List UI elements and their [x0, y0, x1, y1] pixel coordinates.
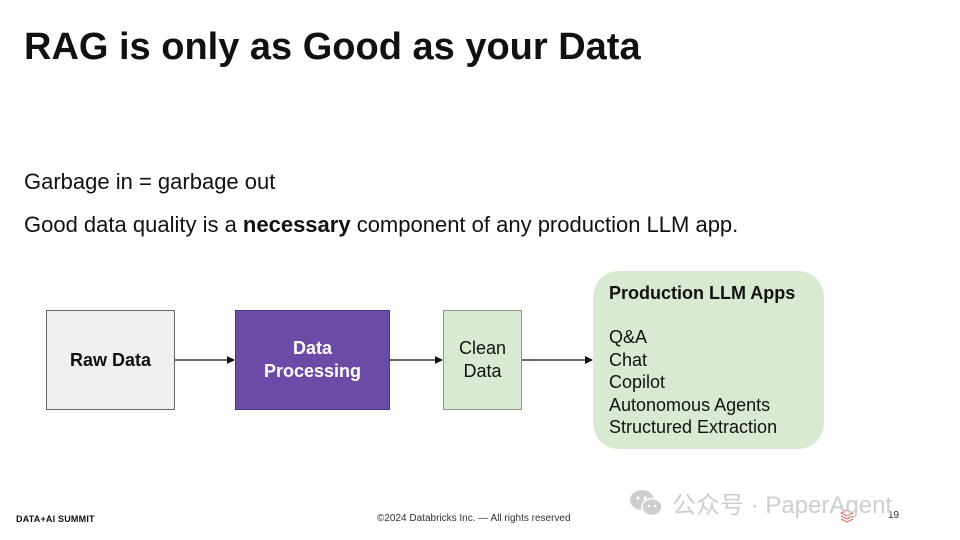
apps-item-copilot: Copilot [609, 372, 666, 392]
text-garbage-line: Garbage in = garbage out [24, 169, 276, 194]
apps-item-chat: Chat [609, 349, 648, 370]
page-number: 19 [888, 510, 900, 521]
apps-title: Production LLM Apps [609, 283, 796, 303]
apps-item-qa: Q&A [609, 327, 648, 347]
quality-line-emphasis: necessary [242, 212, 351, 237]
apps-item-extraction: Structured Extraction [609, 417, 778, 437]
quality-line-end: component of any production LLM app. [350, 212, 739, 237]
summit-logo: DATA+AI SUMMIT [16, 514, 95, 524]
quality-line-start: Good data quality is a [24, 212, 243, 237]
wechat-icon [630, 489, 663, 516]
watermark: 公众号 · PaperAgent [628, 485, 892, 520]
apps-item-agents: Autonomous Agents [609, 394, 771, 415]
node-clean-data: Clean Data [443, 310, 522, 410]
node-production-llm-apps: Production LLM Apps Q&A Chat Copilot Aut… [593, 271, 824, 449]
slide-title: RAG is only as Good as your Data [24, 26, 641, 68]
node-data-processing: Data Processing [235, 310, 390, 410]
node-raw-data: Raw Data [46, 310, 175, 410]
databricks-stack-icon [840, 509, 854, 523]
watermark-text: 公众号 · PaperAgent [672, 492, 893, 519]
copyright-text: ©2024 Databricks Inc. — All rights reser… [377, 513, 571, 524]
text-quality-line: Good data quality is a necessary compone… [24, 212, 738, 238]
